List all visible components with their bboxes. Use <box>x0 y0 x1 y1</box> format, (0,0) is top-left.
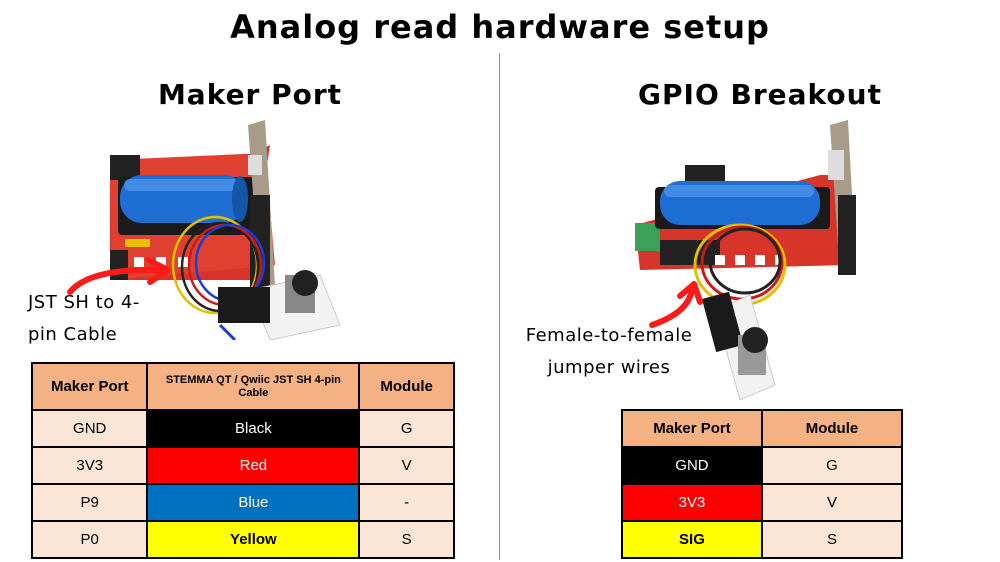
module-cell: G <box>358 409 455 448</box>
port-cell: P0 <box>30 520 149 559</box>
module-cell: S <box>760 520 904 559</box>
header-module: Module <box>358 362 455 411</box>
wire-color-cell: Yellow <box>146 520 361 559</box>
port-cell: SIG <box>621 520 763 559</box>
wire-color-cell: Black <box>146 409 361 448</box>
section-divider <box>499 53 500 560</box>
callout-line-2: pin Cable <box>28 324 118 345</box>
table-header-row: Maker Port Module <box>621 409 904 448</box>
port-cell: P9 <box>30 483 149 522</box>
maker-port-subtitle: Maker Port <box>157 78 343 111</box>
module-cell: S <box>358 520 455 559</box>
gpio-breakout-setup-photo <box>635 120 856 400</box>
header-maker-port: Maker Port <box>621 409 763 448</box>
port-cell: 3V3 <box>30 446 149 485</box>
header-cable: STEMMA QT / Qwiic JST SH 4-pin Cable <box>146 362 361 411</box>
module-cell: G <box>760 446 904 485</box>
port-cell: GND <box>30 409 149 448</box>
wire-color-cell: Blue <box>146 483 361 522</box>
header-maker-port: Maker Port <box>30 362 149 411</box>
jst-cable-callout: JST SH to 4- pin Cable <box>28 287 168 351</box>
module-cell: V <box>358 446 455 485</box>
table-row: P0 Yellow S <box>30 520 455 559</box>
maker-port-wiring-table: Maker Port STEMMA QT / Qwiic JST SH 4-pi… <box>30 362 455 559</box>
callout-line-2: jumper wires <box>547 357 671 378</box>
header-module: Module <box>760 409 904 448</box>
table-header-row: Maker Port STEMMA QT / Qwiic JST SH 4-pi… <box>30 362 455 411</box>
module-cell: - <box>358 483 455 522</box>
callout-line-1: Female-to-female <box>525 325 693 346</box>
table-row: GND Black G <box>30 409 455 448</box>
maker-port-setup-photo <box>110 120 341 340</box>
table-row: 3V3 V <box>621 483 904 522</box>
port-cell: GND <box>621 446 763 485</box>
callout-line-1: JST SH to 4- <box>28 292 140 313</box>
page-title: Analog read hardware setup <box>230 8 770 46</box>
jumper-wires-callout: Female-to-female jumper wires <box>504 320 714 384</box>
table-row: P9 Blue - <box>30 483 455 522</box>
table-row: SIG S <box>621 520 904 559</box>
module-cell: V <box>760 483 904 522</box>
gpio-wiring-table: Maker Port Module GND G 3V3 V SIG S <box>621 409 904 559</box>
table-row: GND G <box>621 446 904 485</box>
port-cell: 3V3 <box>621 483 763 522</box>
gpio-breakout-subtitle: GPIO Breakout <box>638 78 882 111</box>
table-row: 3V3 Red V <box>30 446 455 485</box>
wire-color-cell: Red <box>146 446 361 485</box>
